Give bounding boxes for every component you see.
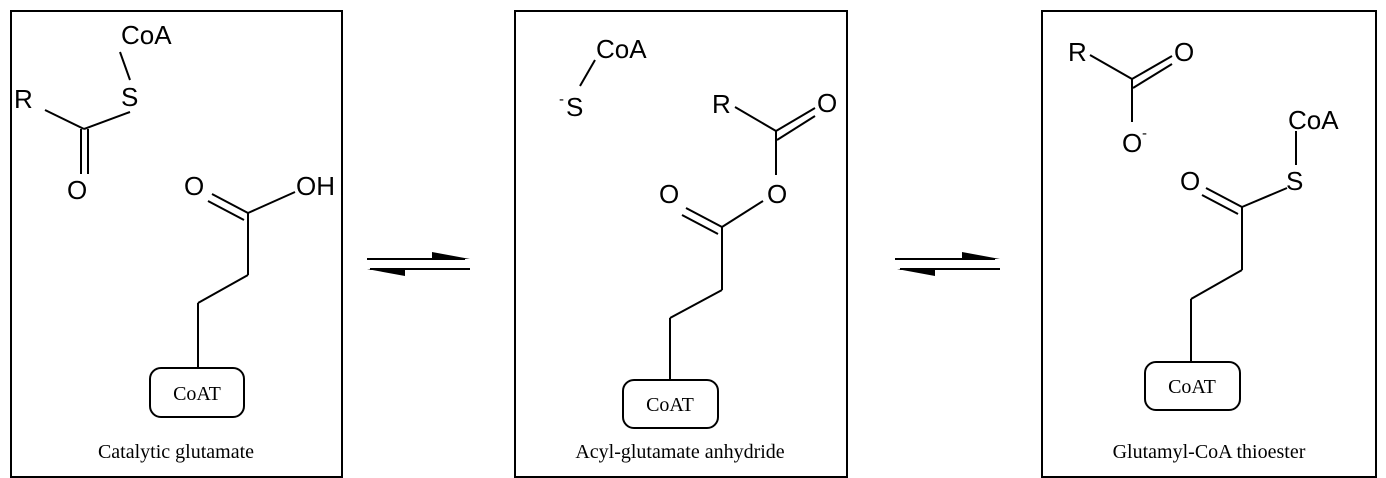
enzyme-label: CoAT	[646, 394, 694, 416]
bond	[721, 200, 764, 228]
bond	[579, 59, 596, 87]
enzyme-box	[622, 379, 719, 429]
atom-r: R	[1068, 37, 1087, 67]
atom-o: O	[67, 175, 87, 205]
atom-oh: OH	[296, 171, 335, 201]
arrowhead	[962, 252, 1000, 259]
bond	[1089, 54, 1133, 80]
bond	[669, 289, 723, 319]
charge-minus: -	[1142, 125, 1147, 142]
atom-r: R	[712, 89, 731, 119]
enzyme-box	[149, 367, 245, 418]
bond	[119, 51, 131, 81]
atom-coa: CoA	[1288, 105, 1339, 135]
charge-minus: -	[559, 91, 564, 108]
atom-o: O	[1122, 128, 1142, 158]
bond	[734, 106, 777, 132]
bond	[681, 214, 719, 235]
arrowhead	[367, 269, 405, 276]
atom-o: O	[1180, 166, 1200, 196]
bond	[211, 193, 249, 214]
panel-glutamyl-coa-thioester: R O O - CoA S O CoAT Glutamyl-CoA thioes…	[1041, 10, 1377, 478]
atom-o: O	[767, 179, 787, 209]
panel-frame	[514, 10, 848, 478]
panel-frame	[1041, 10, 1377, 478]
atom-s: S	[566, 92, 583, 122]
arrowhead	[897, 269, 935, 276]
atom-coa: CoA	[596, 34, 647, 64]
panel-caption: Glutamyl-CoA thioester	[1113, 441, 1306, 463]
atom-coa: CoA	[121, 20, 172, 50]
atom-o: O	[1174, 37, 1194, 67]
panel-frame	[10, 10, 343, 478]
atom-o: O	[817, 88, 837, 118]
bond	[775, 107, 816, 132]
bond	[83, 111, 131, 130]
bond	[197, 274, 249, 304]
panel-caption: Catalytic glutamate	[98, 441, 254, 463]
equilibrium-arrow	[367, 252, 470, 276]
enzyme-label: CoAT	[173, 383, 221, 405]
enzyme-label: CoAT	[1168, 376, 1216, 398]
enzyme-box	[1144, 361, 1241, 411]
bond	[1201, 194, 1239, 215]
atom-s: S	[121, 82, 138, 112]
bond	[247, 191, 296, 214]
panel-catalytic-glutamate: CoA S R O O OH CoAT Catalytic glutamate	[10, 10, 343, 478]
panel-caption: Acyl-glutamate anhydride	[575, 441, 784, 463]
arrowhead	[432, 252, 470, 259]
bond	[1241, 187, 1288, 208]
bond	[1205, 187, 1243, 208]
bond	[776, 115, 816, 141]
atom-o: O	[659, 179, 679, 209]
bond	[207, 200, 245, 221]
bond	[44, 109, 85, 130]
bond	[1190, 269, 1243, 300]
atom-s: S	[1286, 166, 1303, 196]
bond	[1132, 63, 1173, 89]
bond	[685, 207, 723, 228]
atom-o: O	[184, 171, 204, 201]
equilibrium-arrow	[895, 252, 1000, 276]
bond	[1131, 55, 1173, 80]
atom-r: R	[14, 84, 33, 114]
panel-acyl-glutamate-anhydride: CoA - S R O O O CoAT Acyl-glutamate anhy…	[514, 10, 848, 478]
